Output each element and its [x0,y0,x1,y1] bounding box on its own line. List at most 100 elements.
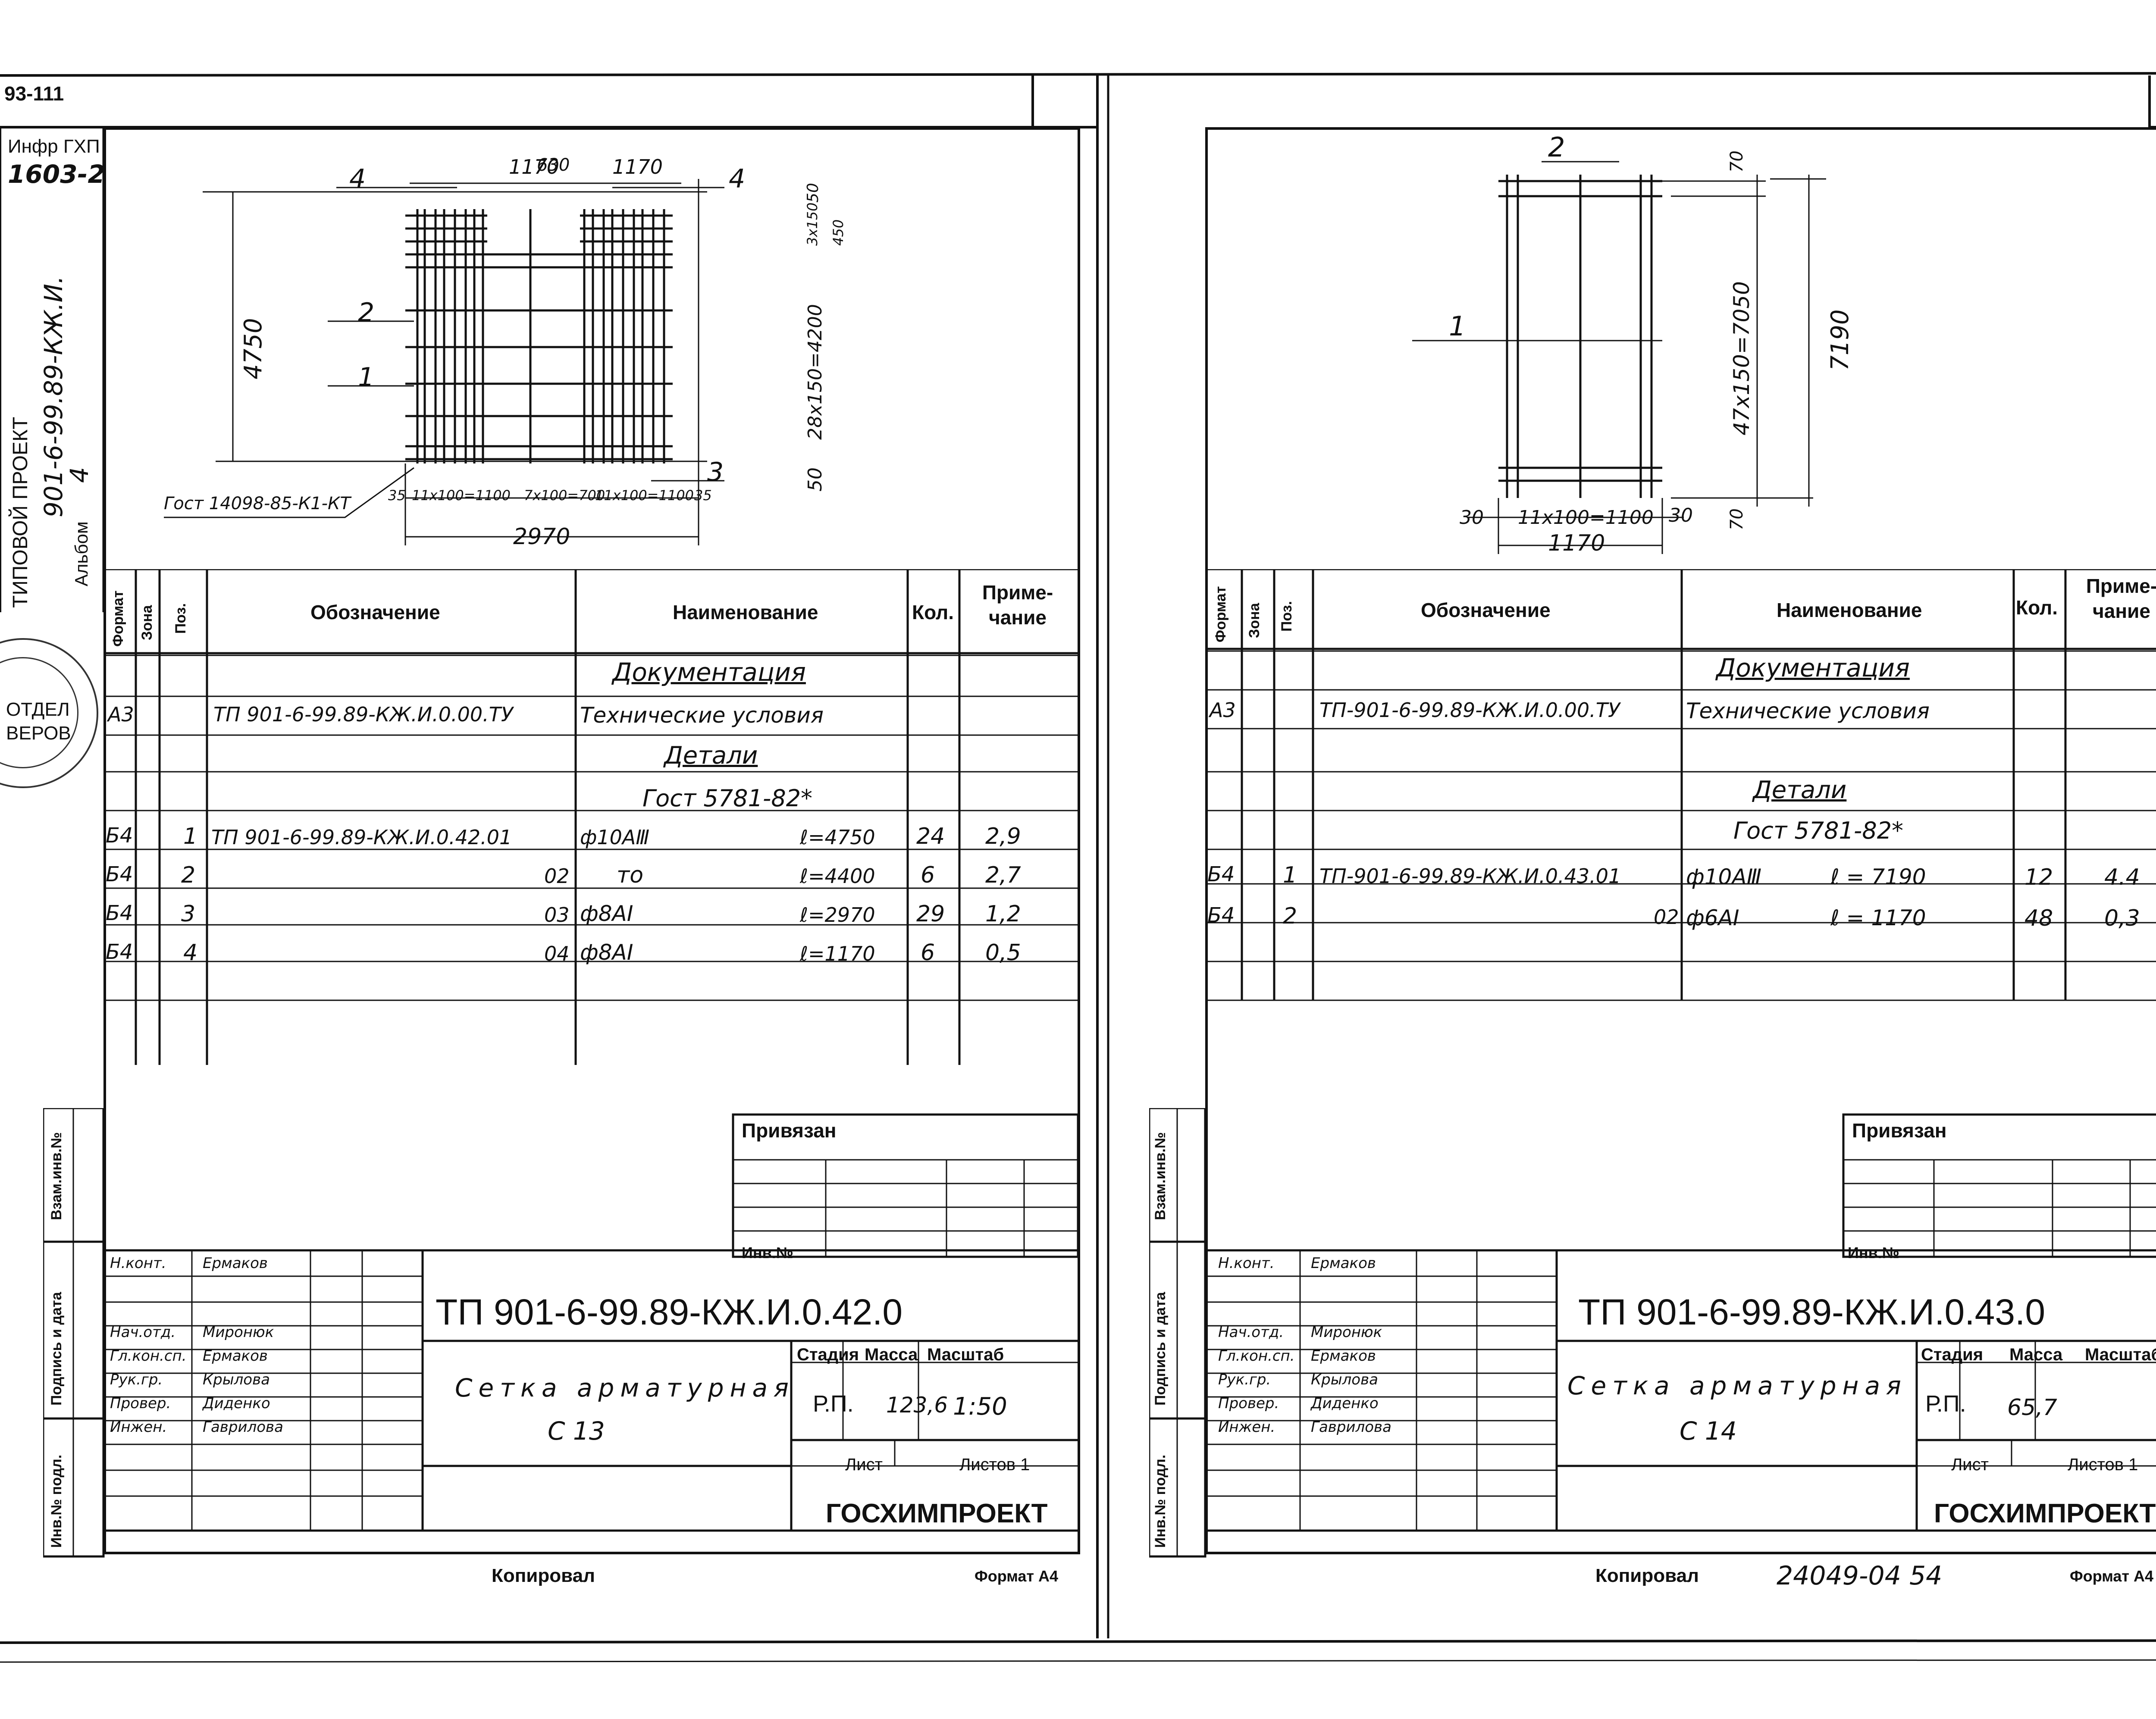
right-title-block-grid [1149,1108,2156,1558]
left-row-tu-designation: ТП 901-6-99.89-КЖ.И.0.00.ТУ [213,703,513,726]
inv-gkhp-value: 1603-2 [8,160,105,189]
left-dim-right-3: 450 [830,219,846,246]
left-h-format: Формат [110,590,126,647]
right-row1-designation: ТП-901-6-99.89-КЖ.И.0.43.01 [1319,864,1621,888]
typical-project-value: 901-6-99.89-КЖ.И. [39,276,68,517]
left-row2-designation: 02 [544,864,570,888]
left-row2-note: 2,7 [985,862,1021,888]
left-sheet-label: Лист [845,1455,883,1474]
left-drawing [164,179,724,545]
right-row2-name: ф6АⅠ [1686,905,1739,930]
left-sig-name-5: Диденко [203,1395,270,1412]
left-format-label: Формат А4 [975,1567,1059,1585]
left-row2-length: ℓ=4400 [800,864,875,888]
left-row-doc-name: Документация [612,658,806,687]
left-stage-label: Стадия [797,1345,859,1364]
right-row2-format: Б4 [1207,903,1235,927]
left-sig-role-2: Нач.отд. [110,1324,176,1341]
right-copy-number: 24049-04 54 [1777,1561,1943,1591]
left-h-name: Наименование [673,601,818,623]
left-row-gost-name: Гост 5781-82* [642,785,813,812]
left-row4-length: ℓ=1170 [800,942,875,965]
left-dim-left: 4750 [239,318,267,379]
left-row3-length: ℓ=2970 [800,903,875,927]
right-doc-code: ТП 901-6-99.89-КЖ.И.0.43.0 [1578,1292,2046,1332]
left-dim-bottom-1: 35 [388,487,406,504]
right-sheet-label: Лист [1951,1455,1989,1474]
album-value: 4 [65,467,94,483]
left-doc-code: ТП 901-6-99.89-КЖ.И.0.42.0 [436,1292,903,1332]
left-overall-bottom: 2970 [513,524,570,550]
corner-code: 93-111 [4,82,64,105]
left-side-label-1: Взам.инв.№ [48,1132,65,1220]
right-scale-label: Масштаб [2085,1345,2156,1364]
left-row1-qty: 24 [916,823,945,849]
left-row3-note: 1,2 [985,901,1021,927]
left-dim-right-4: 28x150=4200 [804,304,826,440]
right-dim-bottom-3: 30 [1669,504,1693,526]
left-row1-name: ф10АⅢ [580,826,650,849]
left-row4-name: ф8АⅠ [580,940,633,965]
left-dim-top-2: 630 [537,155,570,175]
right-inv-no-label: Инв.№ [1848,1244,1899,1262]
left-row1-pos: 1 [183,823,198,849]
stamp-line-2: ВЕРОВ [6,723,71,744]
right-sig-role-3: Гл.кон.сп. [1218,1347,1295,1365]
right-row-tu-designation: ТП-901-6-99.89-КЖ.И.0.00.ТУ [1319,698,1620,722]
right-spec-grid [1205,569,2156,1001]
left-row1-format: Б4 [106,823,133,848]
right-row1-length: ℓ = 7190 [1830,864,1926,889]
right-row1-name: ф10АⅢ [1686,864,1762,889]
right-h-pos: Поз. [1279,601,1295,632]
right-mass-value: 65,7 [2007,1395,2057,1421]
right-row-details-name: Детали [1753,776,1847,804]
left-row-tu-format: А3 [108,703,134,726]
left-spec-grid [103,569,1080,1065]
right-sig-name-2: Миронюк [1311,1324,1382,1341]
right-sheet-frame [1205,127,2156,1554]
left-dim-top-1: 1170 [509,155,560,178]
left-dim-top-3: 1170 [612,155,663,178]
right-item-title: Сетка арматурная [1567,1371,1907,1400]
left-sig-role-5: Провер. [110,1395,171,1412]
right-sig-role-2: Нач.отд. [1218,1324,1284,1341]
right-side-label-3: Инв.№ подл. [1152,1454,1169,1548]
left-side-label-3: Инв.№ подл. [48,1454,65,1548]
right-callout-2: 2 [1548,132,1565,163]
right-h-format: Формат [1213,586,1229,642]
right-callout-1: 1 [1449,310,1466,342]
right-h-designation: Обозначение [1421,599,1551,621]
left-callout-1: 1 [358,362,375,392]
right-row2-note: 0,3 [2104,905,2140,931]
right-item-mark: С 14 [1680,1416,1737,1446]
left-row-details-name: Детали [664,742,758,770]
right-format-label: Формат А4 [2070,1567,2154,1585]
right-row2-length: ℓ = 1170 [1830,905,1926,930]
left-title-block-grid [43,1108,1080,1558]
left-sig-role-3: Гл.кон.сп. [110,1347,187,1365]
left-h-note: Приме-чание [982,581,1053,629]
left-dim-bottom-4: 11x100=1100 [595,487,694,504]
left-row3-designation: 03 [544,903,570,927]
right-row1-pos: 1 [1283,862,1297,888]
right-sheets-label: Листов 1 [2068,1455,2138,1474]
left-row4-qty: 6 [921,940,935,966]
right-h-zone: Зона [1246,603,1263,638]
stamp-line-1: ОТДЕЛ [6,699,70,720]
left-row4-format: Б4 [106,940,133,964]
left-sig-name-3: Ермаков [203,1347,268,1365]
left-bound-label: Привязан [742,1119,837,1142]
left-row4-pos: 4 [183,940,198,966]
left-h-qty: Кол. [912,601,954,623]
left-h-zone: Зона [139,605,155,640]
left-sheets-label: Листов 1 [959,1455,1030,1474]
right-dim-right-3: 70 [1727,508,1747,530]
right-row-gost-name: Гост 5781-82* [1733,817,1904,844]
left-row2-name: то [617,862,644,888]
left-row2-pos: 2 [181,862,196,888]
right-side-label-2: Подпись и дата [1152,1292,1169,1406]
right-row-tu-name: Технические условия [1686,698,1930,723]
right-row-tu-format: А3 [1210,698,1236,722]
right-sig-role-5: Провер. [1218,1395,1279,1412]
left-dim-right-2: 3x150 [804,202,821,246]
